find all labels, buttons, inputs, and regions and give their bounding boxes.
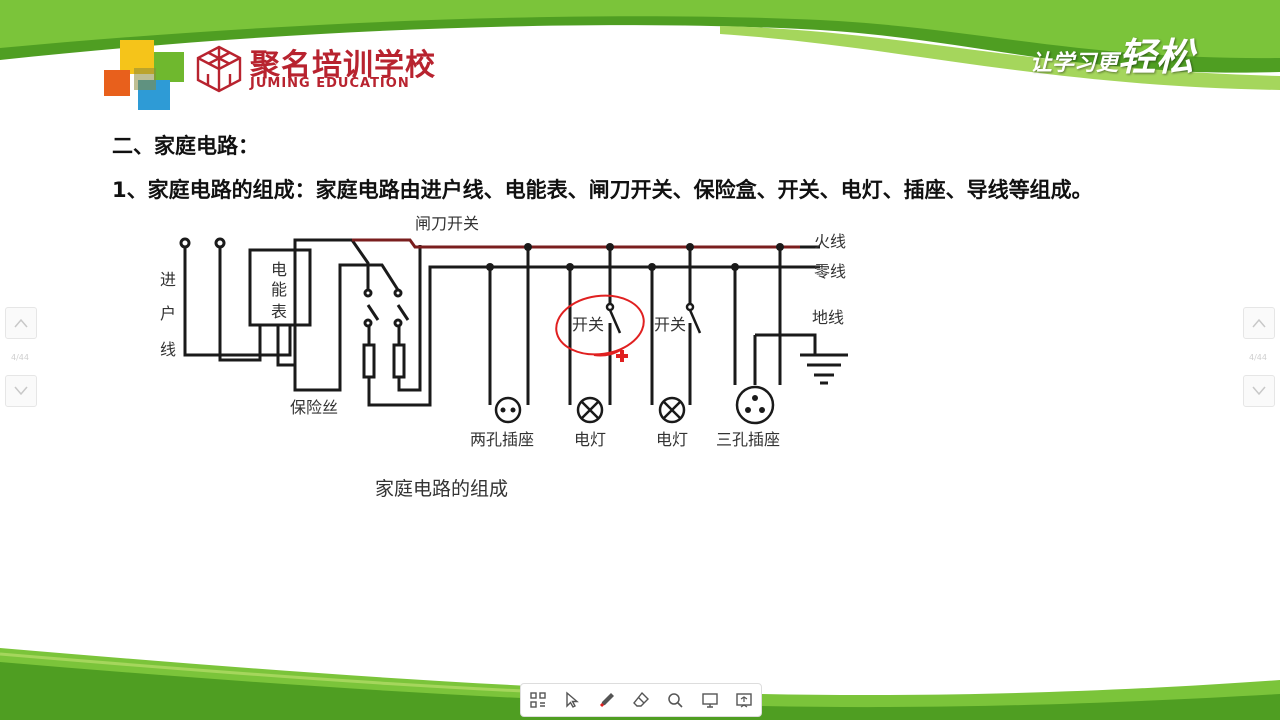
annotation-circle [555,294,645,356]
brand-name-en: JUMING EDUCATION [250,76,410,91]
slogan-small: 让学习更 [1030,51,1119,76]
slogan: 让学习更轻松 [1030,26,1194,81]
label-switch-1: 开关 [572,315,604,334]
right-side-nav: 4/44 [1243,307,1275,411]
label-ground-wire: 地线 [812,308,844,327]
chevron-down-icon [14,386,28,396]
label-two-hole-socket: 两孔插座 [470,430,534,449]
left-side-nav: 4/44 [5,307,37,411]
pen-button[interactable] [594,687,620,713]
label-knife-switch: 闸刀开关 [415,214,479,233]
presentation-toolbar [520,683,762,717]
chevron-up-icon [1252,318,1266,328]
screen-button[interactable] [697,687,723,713]
slogan-big: 轻松 [1118,35,1195,79]
cube-logo-icon [196,45,242,93]
label-entry-3: 线 [160,340,176,359]
page-indicator-left: 4/44 [11,352,29,362]
label-neutral-wire: 零线 [814,262,846,281]
prev-page-button[interactable] [5,307,37,339]
pointer-button[interactable] [559,687,585,713]
screen-icon [701,693,718,708]
chevron-down-icon [1252,386,1266,396]
label-three-hole-socket: 三孔插座 [716,430,780,449]
eraser-button[interactable] [628,687,654,713]
brand-name: 聚名培训学校 [250,48,436,83]
label-live-wire: 火线 [814,232,846,251]
whiteboard-icon [736,693,752,708]
eraser-icon [633,691,649,707]
diagram-caption: 家庭电路的组成 [375,478,508,500]
logo-squares [104,40,184,110]
grid-icon [530,692,546,708]
pen-cursor-icon [616,350,628,362]
next-page-button[interactable] [5,375,37,407]
prev-page-button-right[interactable] [1243,307,1275,339]
label-meter-1: 电 [271,260,287,279]
zoom-button[interactable] [662,687,688,713]
section-heading: 二、家庭电路： [112,134,259,158]
label-entry-2: 户 [160,304,176,323]
label-meter-3: 表 [271,302,287,321]
label-entry-1: 进 [160,270,176,289]
label-fuse: 保险丝 [290,398,338,417]
content-line: 1、家庭电路的组成：家庭电路由进户线、电能表、闸刀开关、保险盒、开关、电灯、插座… [112,178,1093,202]
label-lamp-2: 电灯 [656,430,688,449]
circuit-diagram: 进 户 线 电 能 表 闸刀开关 保险丝 火线 零线 地线 开关 开关 两孔插座… [160,214,848,500]
next-page-button-right[interactable] [1243,375,1275,407]
top-banner [0,0,1280,90]
pointer-icon [566,691,580,708]
label-switch-2: 开关 [654,315,686,334]
label-meter-2: 能 [271,280,287,299]
label-lamp-1: 电灯 [574,430,606,449]
whiteboard-button[interactable] [731,687,757,713]
search-icon [668,693,683,708]
grid-button[interactable] [525,687,551,713]
chevron-up-icon [14,318,28,328]
page-indicator-right: 4/44 [1249,352,1267,362]
pen-icon [599,693,614,708]
